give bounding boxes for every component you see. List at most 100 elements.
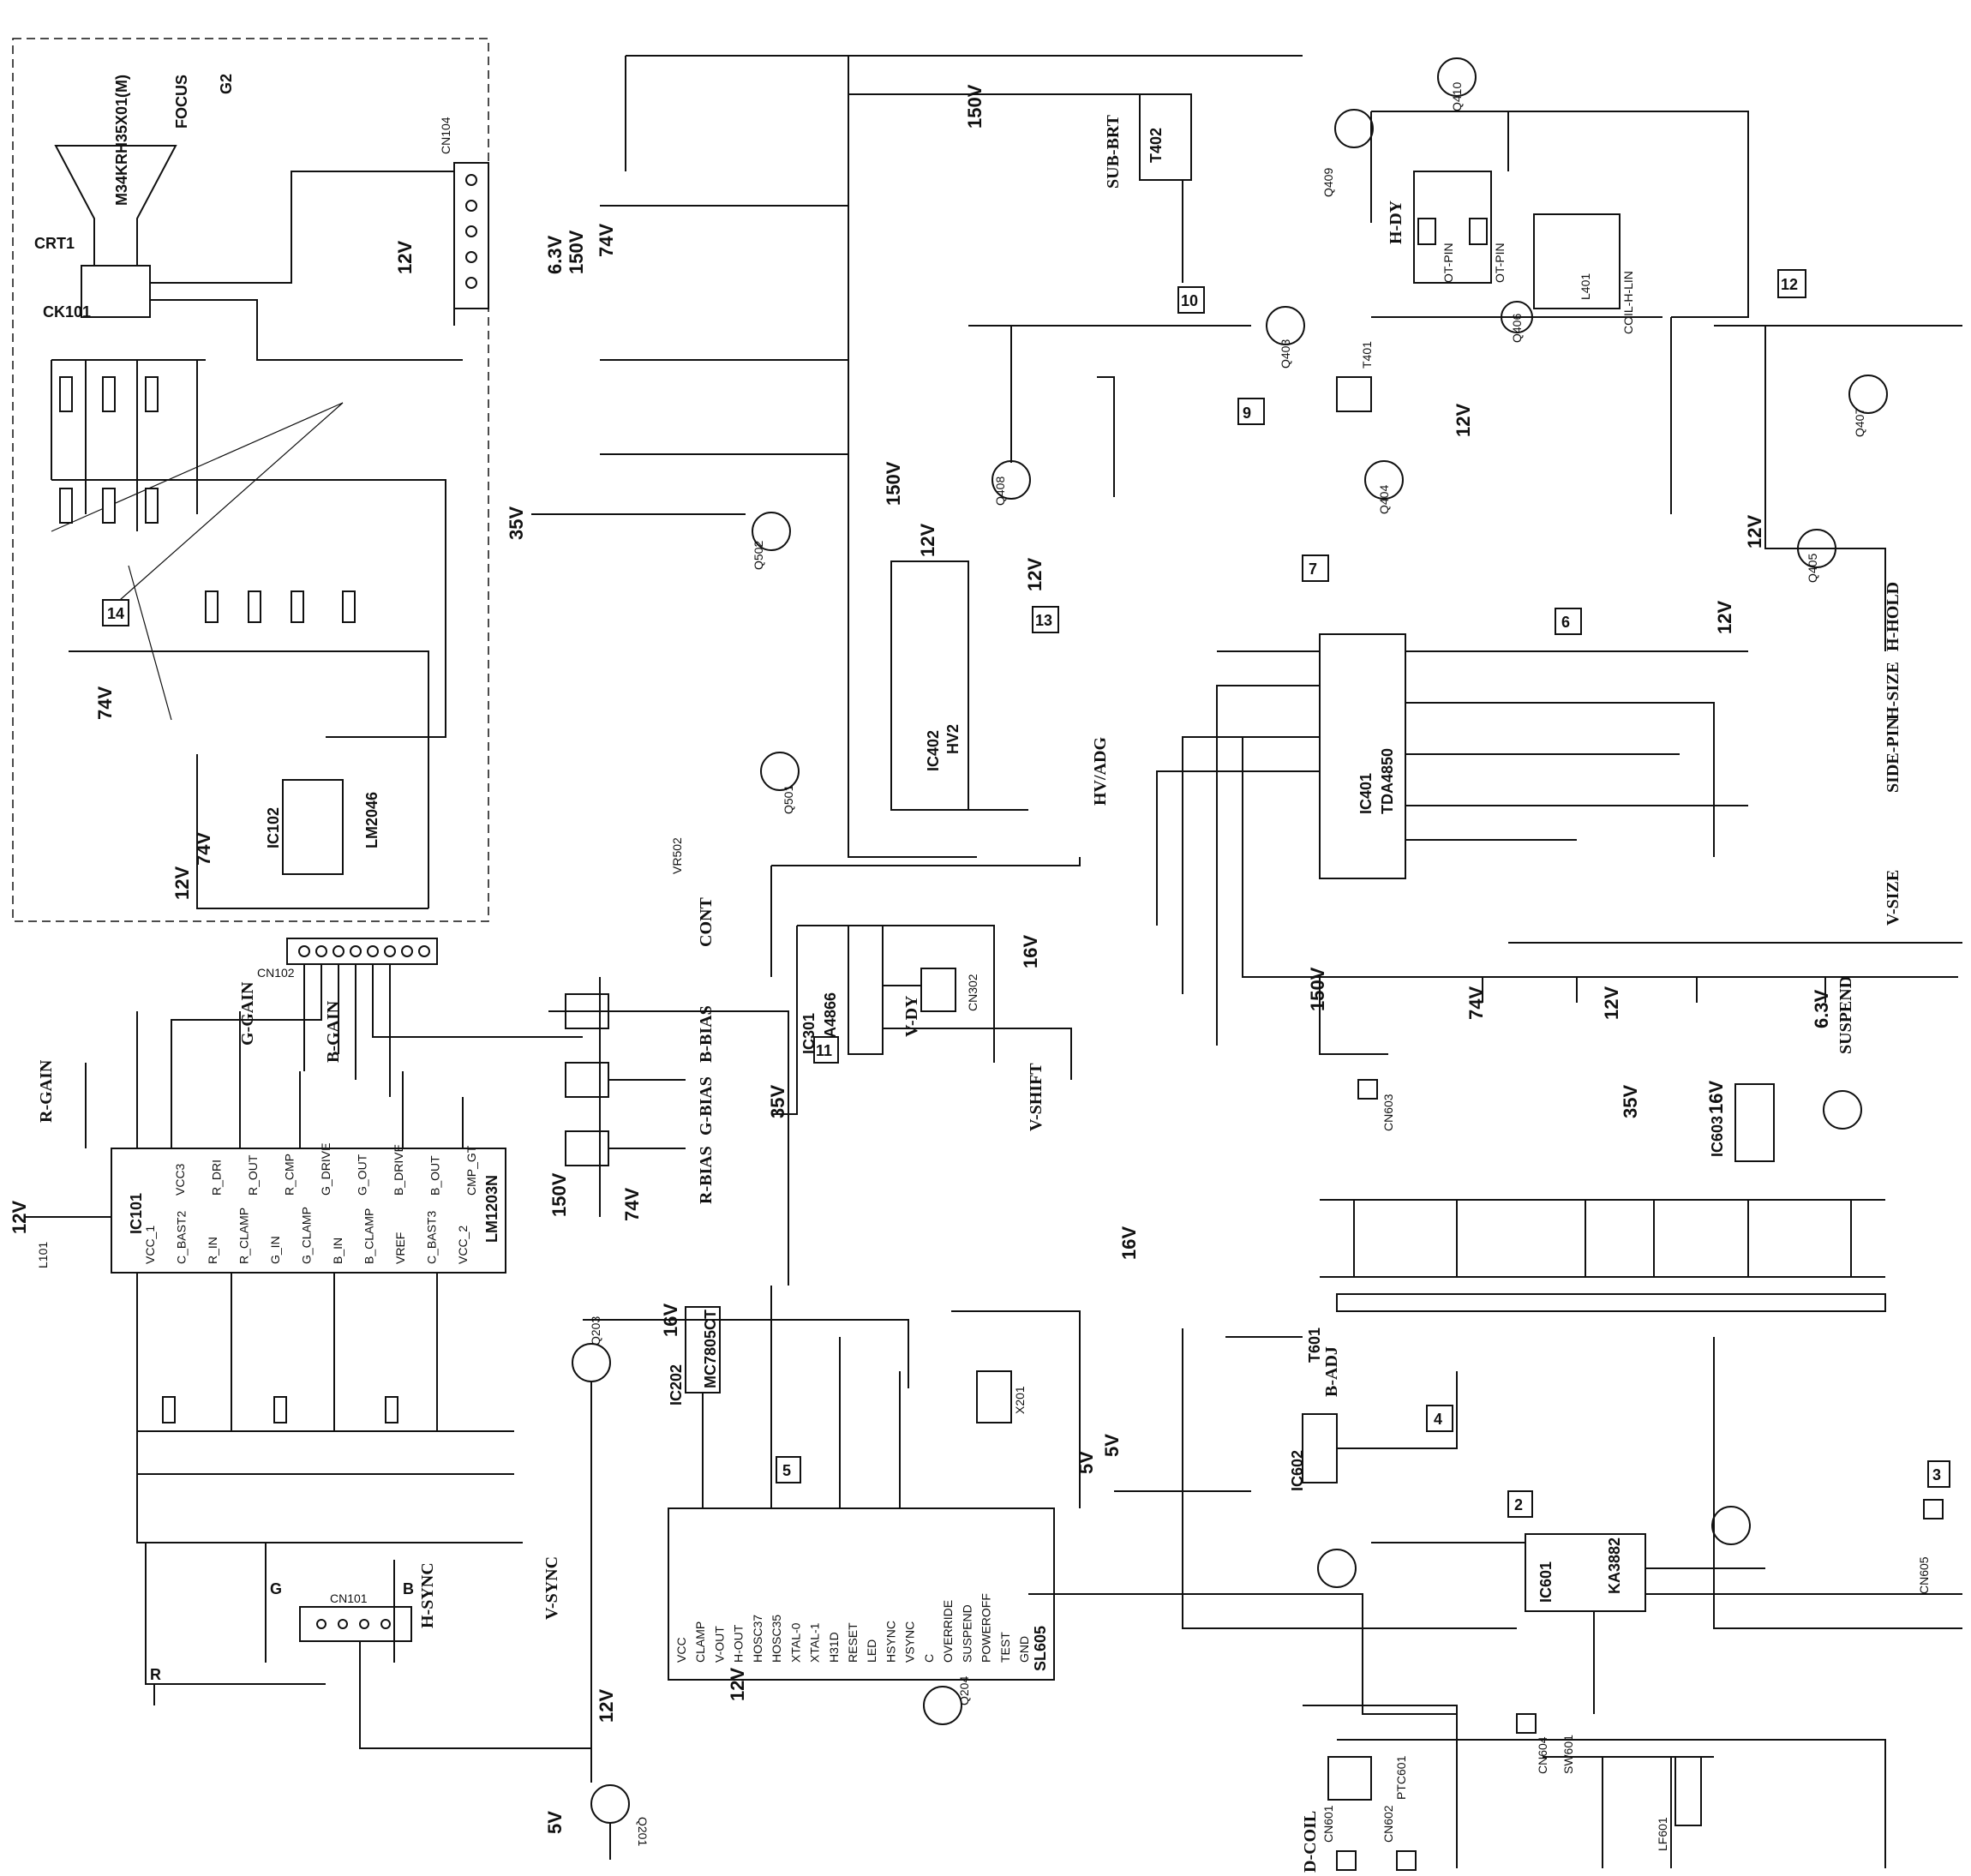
vert-16v-label: 16V xyxy=(1020,935,1041,968)
ic401-tda4850 xyxy=(1319,633,1406,879)
ps-74v-label: 74V xyxy=(1465,986,1487,1020)
l401-coil xyxy=(1533,213,1621,309)
node-tag-13 xyxy=(1032,606,1059,633)
t601-transformer xyxy=(1336,1293,1886,1312)
video-74v-label: 74V xyxy=(621,1188,643,1221)
defl-12v-a: 12V xyxy=(1453,404,1474,437)
crt-12v-bottom: 12V xyxy=(171,866,193,900)
focus-label: FOCUS xyxy=(173,75,190,129)
svg-text:CN604: CN604 xyxy=(1536,1736,1549,1774)
svg-text:4: 4 xyxy=(1434,1411,1442,1428)
t401-transformer xyxy=(1336,376,1372,412)
ic101-pin-bottom-1: C_BAST2 xyxy=(175,1211,189,1264)
ic601-ka3882 xyxy=(1525,1533,1646,1612)
svg-text:CN601: CN601 xyxy=(1321,1805,1335,1843)
vert-35v-label: 35V xyxy=(767,1085,788,1118)
transistor-q403 xyxy=(1266,306,1305,345)
svg-text:7: 7 xyxy=(1309,560,1317,578)
transistor-q406 xyxy=(1501,301,1533,333)
v-size-label: V-SIZE xyxy=(1884,870,1902,926)
g-bias-label: G-BIAS xyxy=(697,1076,716,1136)
svg-text:T401: T401 xyxy=(1360,341,1374,369)
ic101-ref: IC101 xyxy=(128,1193,145,1234)
cn602-connector xyxy=(1396,1850,1417,1871)
t402-label: T402 xyxy=(1147,128,1165,163)
node-tag-9 xyxy=(1237,398,1265,425)
cn101-connector xyxy=(299,1606,412,1642)
b-input-label: B xyxy=(403,1580,414,1597)
sub-brt-label: SUB-BRT xyxy=(1104,114,1123,189)
ic602-ref: IC602 xyxy=(1289,1450,1306,1491)
v-sync-label: V-SYNC xyxy=(542,1556,561,1620)
transistor-q601 xyxy=(1317,1549,1357,1588)
ic402-name: HV2 xyxy=(944,724,962,754)
cn101-label: CN101 xyxy=(330,1591,368,1605)
node-tag-14 xyxy=(102,599,129,626)
ic602-regulator xyxy=(1302,1413,1338,1483)
hv-section: IC402 HV2 HV/ADG 150V 12V 12V 35V 10 13 … xyxy=(506,55,1303,858)
b-gain-label: B-GAIN xyxy=(324,1000,343,1063)
sl605-pin-2: V-OUT xyxy=(712,1626,726,1663)
xtal-label: X201 xyxy=(1013,1386,1027,1414)
crt-150v-label: 150V xyxy=(566,230,587,274)
defl-12v-b: 12V xyxy=(1744,515,1765,548)
d-coil-label: D-COIL xyxy=(1301,1811,1320,1873)
transistor-q607 xyxy=(1823,1090,1862,1130)
cn601-connector xyxy=(1336,1850,1357,1871)
ic603-regulator xyxy=(1734,1083,1775,1162)
hv-12v-label: 12V xyxy=(917,524,938,557)
cont-label: CONT xyxy=(697,897,716,947)
r-bias-label: R-BIAS xyxy=(697,1146,716,1204)
ic601-name: KA3882 xyxy=(1606,1537,1623,1594)
deflection-section: T402 SUB-BRT T401 150V IC401 TDA4850 OT-… xyxy=(964,57,1962,1046)
transistor-q407 xyxy=(1848,375,1888,414)
defl-12v-c: 12V xyxy=(1714,601,1735,634)
svg-text:14: 14 xyxy=(107,605,124,622)
svg-text:5: 5 xyxy=(782,1462,791,1479)
sl605-controller-ic xyxy=(668,1507,1055,1681)
svg-text:Q405: Q405 xyxy=(1806,554,1819,583)
svg-text:2: 2 xyxy=(1514,1496,1523,1513)
ic102-name: LM2046 xyxy=(363,792,380,848)
svg-text:L401: L401 xyxy=(1579,273,1592,300)
ctrl-12v-left: 12V xyxy=(596,1689,617,1723)
transistor-q501 xyxy=(760,752,800,791)
ic101-pin-bottom-6: B_IN xyxy=(331,1238,344,1264)
ic603-ref: IC603 xyxy=(1709,1116,1726,1157)
crt-board-section: CRT1 CK101 M34KRH35X01(M) FOCUS G2 CN104… xyxy=(12,38,617,980)
b-adj-label: B-ADJ xyxy=(1322,1346,1341,1397)
power-supply-section: 150V 74V 12V 6.3V 35V 16V 16V 5V T601 IC… xyxy=(1028,967,1962,1873)
coil-h-lin-label: COIL-H-LIN xyxy=(1621,271,1635,334)
sl605-pin-17: TEST xyxy=(998,1632,1012,1663)
node-tag-2 xyxy=(1507,1490,1533,1518)
ps-5v-label: 5V xyxy=(1101,1434,1123,1457)
sl605-name: SL605 xyxy=(1032,1626,1049,1671)
svg-text:11: 11 xyxy=(816,1042,832,1059)
sl605-pin-13: C xyxy=(922,1654,936,1663)
t402-transformer xyxy=(1139,93,1192,181)
sl605-pin-7: XTAL-1 xyxy=(808,1622,822,1663)
g2-label: G2 xyxy=(218,74,235,94)
svg-text:Q204: Q204 xyxy=(957,1676,971,1705)
suspend-label: SUSPEND xyxy=(1836,976,1855,1054)
ps-16v-b: 16V xyxy=(1118,1226,1140,1260)
node-tag-5 xyxy=(776,1456,801,1483)
svg-text:13: 13 xyxy=(1035,612,1052,629)
ptc601 xyxy=(1327,1756,1372,1801)
hv-12v-b: 12V xyxy=(1024,558,1045,591)
ic101-pin-bottom-9: C_BAST3 xyxy=(425,1211,439,1264)
transistor-q405 xyxy=(1797,529,1836,568)
v-dy-label: V-DY xyxy=(902,995,921,1037)
ic101-pin-top-0: VCC3 xyxy=(173,1163,187,1196)
ck-label: CK101 xyxy=(43,303,91,321)
sl605-pin-8: H31D xyxy=(827,1632,841,1663)
transistor-q603 xyxy=(1711,1506,1751,1545)
b-bias-label: B-BIAS xyxy=(697,1005,716,1063)
h-dy-label: H-DY xyxy=(1387,200,1405,244)
node-tag-11 xyxy=(813,1036,839,1064)
sl605-pin-11: HSYNC xyxy=(884,1621,897,1663)
svg-text:LF601: LF601 xyxy=(1656,1817,1669,1851)
ic102-ref: IC102 xyxy=(265,807,282,848)
